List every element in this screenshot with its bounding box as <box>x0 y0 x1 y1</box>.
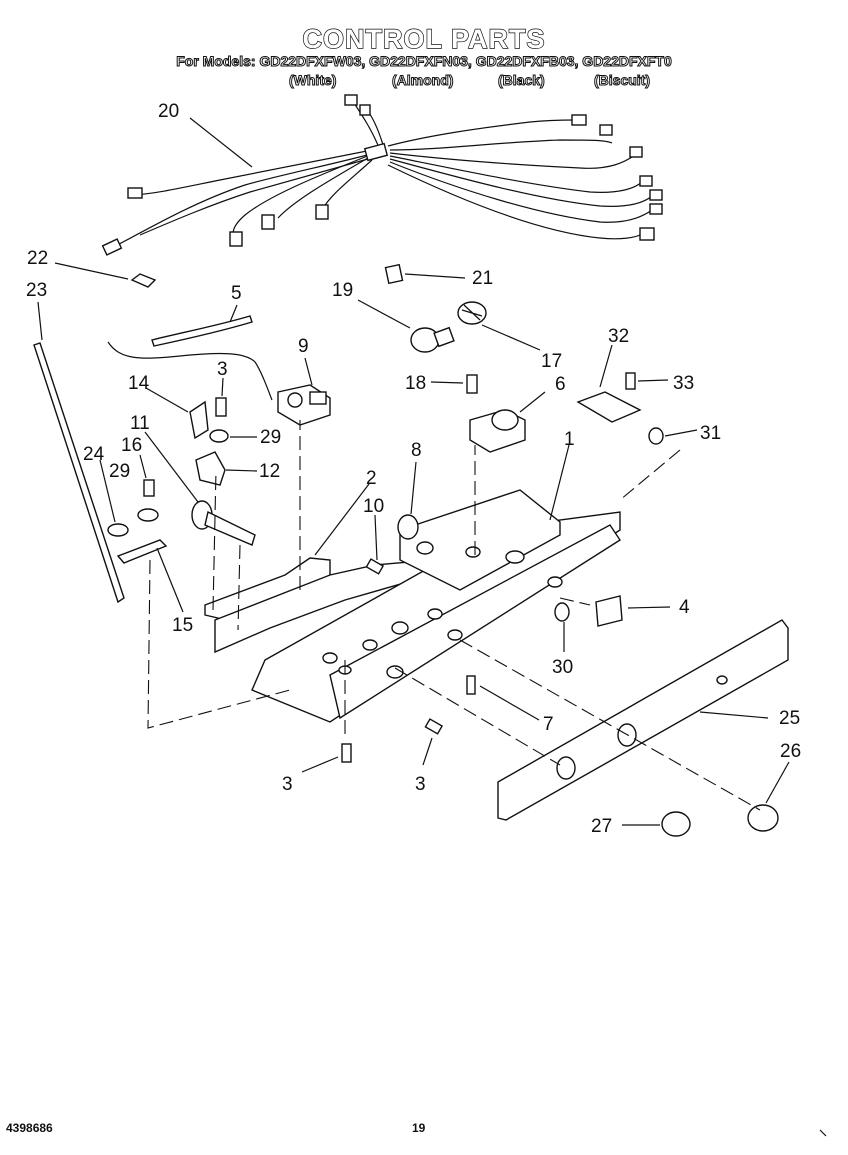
thermostat-9 <box>277 384 331 426</box>
clamp-12 <box>195 451 226 486</box>
callout-18: 18 <box>405 373 426 394</box>
ring-31 <box>648 427 664 445</box>
screw-7 <box>466 675 476 695</box>
light-bulb-19 <box>410 326 455 353</box>
screw-10 <box>365 558 385 575</box>
callout-17: 17 <box>541 351 562 372</box>
grommet-8 <box>397 514 419 540</box>
callout-19: 19 <box>332 280 353 301</box>
callout-29-left: 29 <box>109 461 130 482</box>
control-housing-1 <box>251 489 621 723</box>
screw-3-left <box>341 743 352 763</box>
color-almond: (Almond) <box>391 72 454 89</box>
callout-31: 31 <box>700 423 721 444</box>
callout-10: 10 <box>363 496 384 517</box>
callout-29-top: 29 <box>260 427 281 448</box>
callout-8: 8 <box>411 440 422 461</box>
callout-26: 26 <box>780 741 801 762</box>
washer-24 <box>107 523 129 537</box>
callout-3-top: 3 <box>217 359 228 380</box>
callout-22: 22 <box>27 248 48 269</box>
callout-4: 4 <box>679 597 690 618</box>
leader-lines <box>37 117 790 826</box>
screw-16 <box>143 479 155 497</box>
callout-24: 24 <box>83 444 105 465</box>
color-white: (White) <box>288 72 337 89</box>
shaft-11 <box>191 500 256 546</box>
callout-1: 1 <box>564 429 575 450</box>
callout-3-left: 3 <box>282 774 293 795</box>
screw-3-top <box>215 397 227 417</box>
bracket-15 <box>116 539 168 564</box>
callout-11: 11 <box>130 413 150 434</box>
callout-23: 23 <box>26 280 47 301</box>
washer-29 <box>209 429 229 443</box>
registration-mark <box>819 1129 827 1137</box>
screw-33 <box>625 372 636 390</box>
document-number: 4398686 <box>6 1121 53 1135</box>
color-biscuit: (Biscuit) <box>594 72 651 89</box>
page-title: CONTROL PARTS <box>302 23 546 54</box>
bulb-30 <box>554 602 570 622</box>
callout-2: 2 <box>366 468 377 489</box>
callout-3-right: 3 <box>415 774 426 795</box>
clip-21 <box>384 263 404 285</box>
callout-12: 12 <box>259 461 280 482</box>
sensor-wire <box>107 341 273 401</box>
bracket-32 <box>576 391 642 423</box>
callout-20: 20 <box>158 101 179 122</box>
model-list: For Models: GD22DFXFW03, GD22DFXFN03, GD… <box>176 53 673 70</box>
wire-harness <box>101 94 663 256</box>
tube-5 <box>151 315 253 347</box>
callout-7: 7 <box>543 714 554 735</box>
lamp-socket-17 <box>457 301 487 325</box>
callout-30: 30 <box>552 657 573 678</box>
rod-23 <box>33 342 125 604</box>
washer-29-left <box>137 508 159 522</box>
callout-9: 9 <box>298 336 309 357</box>
callout-16: 16 <box>121 435 142 456</box>
callout-15: 15 <box>172 615 193 636</box>
defrost-timer-6 <box>469 409 526 453</box>
callout-5: 5 <box>231 283 242 304</box>
switch-4 <box>595 595 623 627</box>
control-panel-25 <box>497 619 789 821</box>
callout-14: 14 <box>128 373 150 394</box>
callout-27: 27 <box>591 816 612 837</box>
callout-labels: 20 22 23 5 19 21 17 32 33 9 14 3 29 18 6… <box>26 101 801 837</box>
color-black: (Black) <box>498 72 546 89</box>
clip-22 <box>130 273 157 288</box>
callout-6: 6 <box>555 374 566 395</box>
page-number: 19 <box>412 1121 426 1135</box>
callout-33: 33 <box>673 373 694 394</box>
callout-25: 25 <box>779 708 800 729</box>
screw-3-right <box>424 718 444 735</box>
knob-26 <box>747 804 779 832</box>
bracket-14 <box>189 400 209 440</box>
callout-21: 21 <box>472 268 493 289</box>
knob-27 <box>661 811 691 837</box>
callout-32: 32 <box>608 326 629 347</box>
screw-18 <box>466 374 478 394</box>
